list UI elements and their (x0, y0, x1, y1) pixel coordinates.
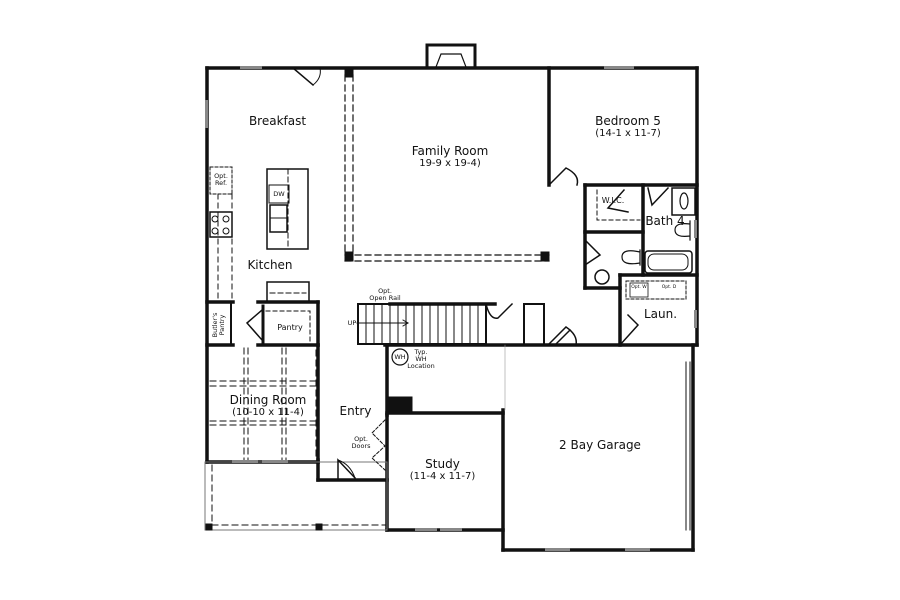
butlers-pantry-label: Butler's Pantry (211, 307, 226, 343)
stair-up-arrow (356, 319, 409, 327)
toilet-hall (621, 249, 641, 266)
pantry-shelf (265, 310, 311, 343)
stair-treads (365, 303, 479, 345)
closet-door-swing2 (553, 328, 572, 347)
water-heater-label: WH (394, 353, 406, 361)
family-room-open-left (344, 74, 354, 256)
column-entry (387, 396, 413, 414)
room-label-breakfast: Breakfast (248, 114, 307, 128)
room-dims-dining-room: (10-10 x 11-4) (232, 407, 304, 418)
front-door (337, 458, 357, 481)
breakfast-door (291, 66, 315, 87)
laundry-appliances (625, 280, 687, 300)
garage-door (685, 361, 691, 531)
opt-doors (371, 419, 386, 471)
dishwasher-label: DW (273, 190, 285, 198)
opt-ref-line2: Ref. (214, 179, 228, 187)
hall-door (583, 238, 602, 267)
bath-tub (644, 250, 693, 274)
room-dims-study: (11-4 x 11-7) (409, 471, 476, 482)
porch-dash (211, 464, 386, 526)
room-label-pantry: Pantry (277, 323, 303, 332)
fireplace-chimney (425, 43, 477, 70)
room-dims-bedroom-5: (14-1 x 11-7) (595, 128, 661, 139)
burner (211, 215, 219, 223)
typ-wh-line1: Typ. (414, 348, 428, 356)
fireplace-hearth (435, 53, 467, 68)
bath-sink (679, 192, 689, 210)
laundry-washer (629, 282, 649, 298)
opt-ref-box (209, 166, 233, 195)
opt-dryer-label: Opt. D (661, 285, 677, 290)
butlers-line2: Pantry (218, 314, 226, 336)
opt-open-rail-label: Opt. Open Rail (360, 288, 410, 302)
wic-door (606, 188, 629, 213)
column (344, 251, 354, 262)
windows (205, 66, 697, 551)
opt-open-rail-line1: Opt. (378, 287, 392, 295)
bedroom-door-swing (547, 167, 579, 187)
tub-inner (647, 253, 689, 271)
room-label-laundry: Laun. (643, 307, 678, 321)
column (344, 67, 354, 78)
opt-washer-label: Opt. W (631, 285, 647, 290)
room-label-garage: 2 Bay Garage (559, 438, 641, 452)
bath-door (647, 186, 670, 207)
typ-wh-line2: WH (415, 355, 427, 363)
opt-doors-line1: Opt. (354, 435, 368, 443)
opt-ref-line1: Opt. (214, 172, 228, 180)
dining-ceiling-dashes (209, 347, 317, 461)
water-heater (391, 348, 409, 366)
counter-line (217, 193, 233, 301)
closet-door-swing (546, 326, 578, 347)
wic-shelf (596, 189, 641, 221)
front-door-arc (337, 459, 356, 479)
room-label-study: Study (425, 457, 460, 471)
burner (211, 227, 219, 235)
porch-column (315, 523, 323, 531)
dishwasher (268, 184, 290, 204)
opt-open-rail-line2: Open Rail (369, 294, 401, 302)
stair-up-label: UP (347, 319, 357, 327)
burner (222, 227, 230, 235)
pedestal-sink (594, 269, 610, 285)
toilet (674, 220, 691, 241)
laundry-door (618, 313, 640, 347)
shower-stall (671, 187, 696, 216)
opt-ref-label: Opt. Ref. (210, 173, 232, 187)
room-label-entry: Entry (339, 404, 372, 418)
room-label-family-room: Family Room (411, 144, 489, 158)
breakfast-door-arc (312, 67, 321, 86)
typ-wh-line3: Location (407, 362, 435, 370)
room-label-bath-4: Bath 4 (645, 214, 685, 228)
room-label-kitchen: Kitchen (247, 258, 293, 272)
closet-door (485, 302, 514, 319)
peninsula (266, 281, 310, 303)
typ-wh-location-label: Typ. WH Location (404, 349, 438, 370)
burner (222, 215, 230, 223)
room-label-wic: W.I.C. (601, 196, 625, 205)
closet (523, 303, 545, 346)
pantry-door (245, 308, 264, 342)
room-dims-family-room: 19-9 x 19-4) (419, 158, 481, 169)
room-label-dining-room: Dining Room (229, 393, 307, 407)
front-porch (204, 461, 388, 531)
porch-column (205, 523, 213, 531)
room-label-bedroom-5: Bedroom 5 (595, 114, 661, 128)
opt-doors-line2: Doors (351, 442, 371, 450)
column (540, 251, 550, 262)
opt-doors-label: Opt. Doors (349, 436, 373, 450)
